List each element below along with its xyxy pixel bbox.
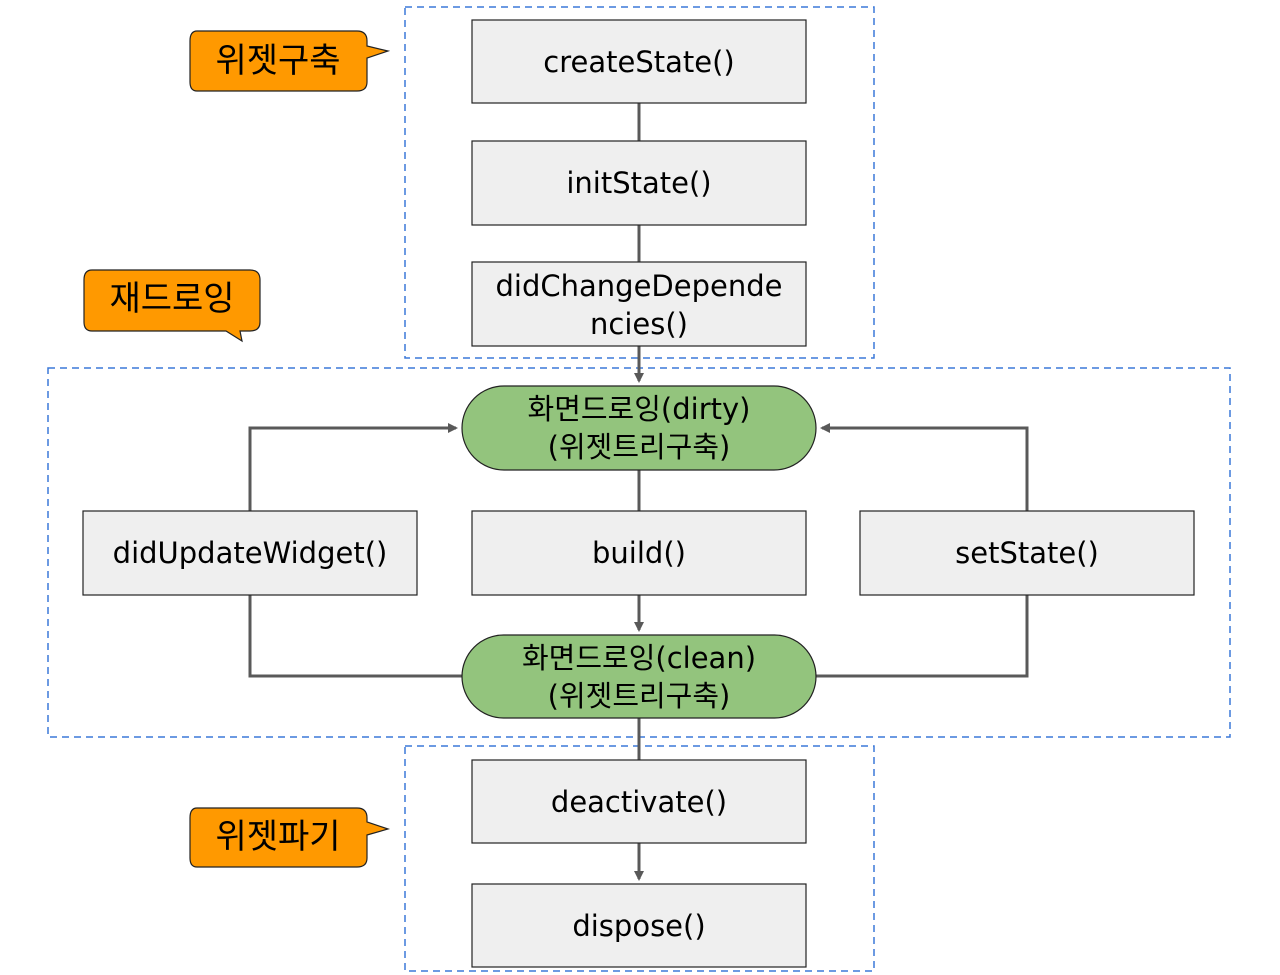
did-update-widget-label: didUpdateWidget() <box>113 536 388 570</box>
did-change-dependencies-label-line2: ncies() <box>590 307 688 341</box>
callout-destroy-label: 위젯파기 <box>215 817 340 857</box>
draw-clean-label-line1: 화면드로잉(clean) <box>522 641 756 675</box>
draw-clean-label-line2: (위젯트리구축) <box>548 679 731 713</box>
connectors <box>248 103 1029 881</box>
did-change-dependencies-label-line1: didChangeDepende <box>496 269 783 303</box>
build-node: build() <box>471 510 807 596</box>
arrow-update-to-dirty <box>248 423 458 511</box>
callout-destroy: 위젯파기 <box>189 807 391 868</box>
draw-dirty-label-line2: (위젯트리구축) <box>548 430 731 464</box>
callout-construct-label: 위젯구축 <box>215 41 340 81</box>
set-state-label: setState() <box>955 536 1099 570</box>
callout-redraw: 재드로잉 <box>83 269 261 343</box>
build-label: build() <box>592 536 686 570</box>
draw-dirty-label-line1: 화면드로잉(dirty) <box>528 392 751 426</box>
arrow-setstate-to-dirty <box>820 423 1029 511</box>
connector-clean-to-update <box>248 595 462 678</box>
create-state-node: createState() <box>471 19 807 104</box>
init-state-node: initState() <box>471 140 807 226</box>
deactivate-label: deactivate() <box>551 785 727 819</box>
init-state-label: initState() <box>566 166 711 200</box>
set-state-node: setState() <box>859 510 1195 596</box>
dispose-label: dispose() <box>572 909 705 943</box>
callout-redraw-label: 재드로잉 <box>109 279 234 319</box>
did-change-dependencies-node: didChangeDepende ncies() <box>471 261 807 347</box>
create-state-label: createState() <box>543 45 734 79</box>
draw-dirty-node: 화면드로잉(dirty) (위젯트리구축) <box>461 385 817 471</box>
construct-group-border <box>404 6 875 359</box>
connector-clean-to-setstate <box>816 595 1029 678</box>
callout-construct: 위젯구축 <box>189 30 391 92</box>
dispose-node: dispose() <box>471 883 807 968</box>
did-update-widget-node: didUpdateWidget() <box>82 510 418 596</box>
deactivate-node: deactivate() <box>471 759 807 844</box>
draw-clean-node: 화면드로잉(clean) (위젯트리구축) <box>461 634 817 719</box>
